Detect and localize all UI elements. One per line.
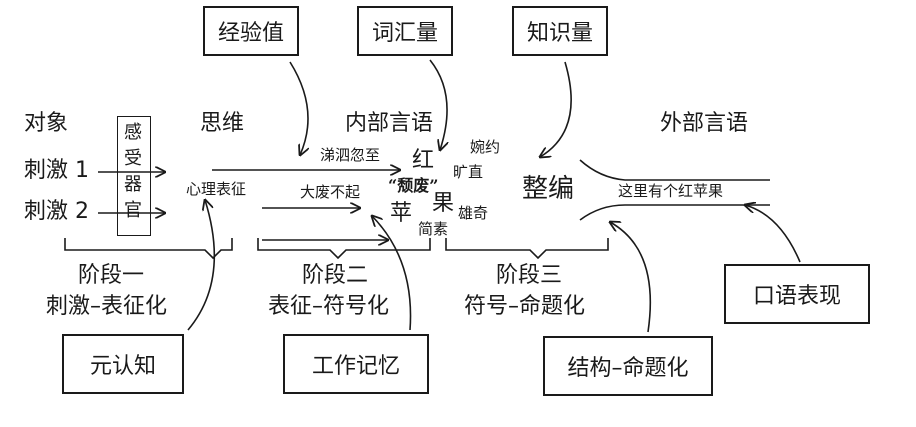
stage2-title: 阶段二	[302, 263, 369, 288]
char-hong: 红	[412, 148, 435, 173]
metacognition-arrow	[187, 200, 216, 331]
idiom-tears: 涕泗忽至	[320, 146, 381, 164]
header-outer-speech: 外部言语	[660, 111, 749, 136]
vocabulary-box: 词汇量	[357, 6, 453, 56]
vocabulary-arrow	[429, 59, 447, 150]
word-wanyue: 婉约	[470, 138, 501, 156]
header-object: 对象	[24, 111, 69, 136]
stage1-title: 阶段一	[78, 263, 145, 288]
structure-label: 结构–命题化	[567, 356, 689, 381]
char-guo: 果	[432, 191, 455, 216]
experience-arrow	[289, 61, 308, 155]
header-inner-speech: 内部言语	[345, 111, 434, 136]
stage2-desc: 表征–符号化	[268, 294, 390, 319]
stimulus-1: 刺激 1	[24, 158, 89, 183]
outer-sentence: 这里有个红苹果	[618, 182, 724, 200]
sense-organ-char-4: 官	[124, 200, 142, 221]
knowledge-arrow	[540, 61, 572, 157]
header-thinking: 思维	[200, 111, 245, 136]
structure-box: 结构–命题化	[543, 336, 713, 396]
sense-organ-char-2: 受	[124, 148, 142, 169]
quoted-tuifei: “颓废”	[388, 176, 439, 195]
knowledge-box: 知识量	[512, 6, 608, 56]
working-memory-box: 工作记忆	[283, 334, 429, 394]
experience-box: 经验值	[203, 6, 299, 56]
word-jiansu: 简素	[418, 220, 449, 238]
stage3-title: 阶段三	[496, 263, 563, 288]
stage3-brace	[445, 238, 609, 260]
experience-label: 经验值	[217, 21, 284, 46]
word-xiongqi: 雄奇	[458, 204, 489, 222]
stage1-brace	[64, 238, 233, 260]
stage2-brace	[257, 238, 431, 260]
oral-label: 口语表现	[752, 284, 841, 309]
integration-label: 整编	[522, 174, 575, 204]
oral-box: 口语表现	[724, 264, 870, 324]
sense-organ-box	[117, 116, 151, 236]
working-memory-label: 工作记忆	[311, 354, 400, 379]
vocabulary-label: 词汇量	[371, 21, 438, 46]
sense-organ-char-1: 感	[124, 122, 142, 143]
metacognition-label: 元认知	[89, 354, 156, 379]
word-kuangzhi: 旷直	[453, 163, 484, 181]
stage1-desc: 刺激–表征化	[46, 294, 168, 319]
mental-representation: 心理表征	[186, 180, 247, 198]
metacognition-box: 元认知	[62, 334, 184, 394]
sense-organ-char-3: 器	[124, 174, 142, 195]
char-ping: 苹	[390, 201, 413, 226]
knowledge-label: 知识量	[526, 21, 593, 46]
structure-arrow	[610, 222, 652, 333]
stimulus-2: 刺激 2	[24, 199, 89, 224]
outer-speech-line-top	[579, 159, 770, 181]
stage3-desc: 符号–命题化	[464, 294, 586, 319]
oral-arrow	[745, 205, 801, 263]
outer-speech-line-bottom	[579, 204, 770, 221]
working-memory-arrow	[372, 216, 412, 331]
idiom-dafei: 大废不起	[300, 183, 361, 201]
